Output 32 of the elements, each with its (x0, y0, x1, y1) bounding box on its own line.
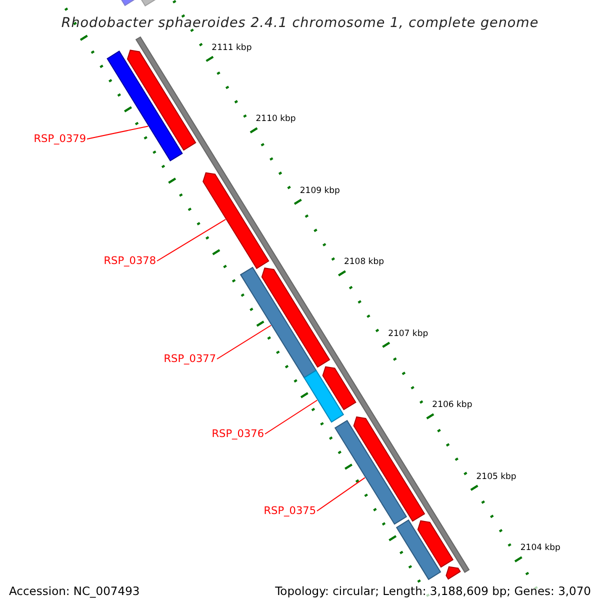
scale-label: 2108 kbp (344, 257, 384, 268)
gene-bar (202, 172, 270, 270)
gene-label: RSP_0378 (104, 255, 156, 267)
gene-bar (334, 420, 408, 525)
info-text: Accession: NC_007493 (9, 584, 140, 599)
info-text: Topology: circular; Length: 3,188,609 bp; Genes: 3,070 (275, 584, 591, 599)
leader-line (216, 324, 272, 360)
leader-line (86, 126, 149, 140)
gene-bar (106, 50, 183, 162)
gene-bar (304, 370, 344, 423)
gene-bar (240, 266, 317, 378)
leader-line (156, 218, 226, 262)
scale-label: 2106 kbp (432, 400, 472, 410)
scale-label: 2109 kbp (300, 186, 340, 196)
gene-label: RSP_0379 (34, 133, 86, 145)
gene-label: RSP_0376 (212, 428, 264, 440)
gene-label: RSP_0375 (264, 505, 316, 517)
scale-label: 2111 kbp (212, 42, 252, 53)
gene-bar (446, 566, 461, 580)
gene-bar (396, 519, 442, 580)
gene-label: RSP_0377 (164, 353, 216, 365)
leader-line (264, 400, 318, 434)
gene-bar (261, 268, 330, 368)
scale-label: 2107 kbp (388, 328, 428, 339)
gene-bar (126, 50, 196, 151)
gene-bar (353, 416, 426, 522)
scale-label: 2110 kbp (256, 114, 296, 124)
map-title: Rhodobacter sphaeroides 2.4.1 chromosome 1, complete genome (61, 15, 539, 31)
leader-line (316, 477, 366, 512)
scale-label: 2104 kbp (520, 543, 560, 554)
gene-bar (417, 520, 454, 568)
gene-bar (322, 366, 356, 410)
